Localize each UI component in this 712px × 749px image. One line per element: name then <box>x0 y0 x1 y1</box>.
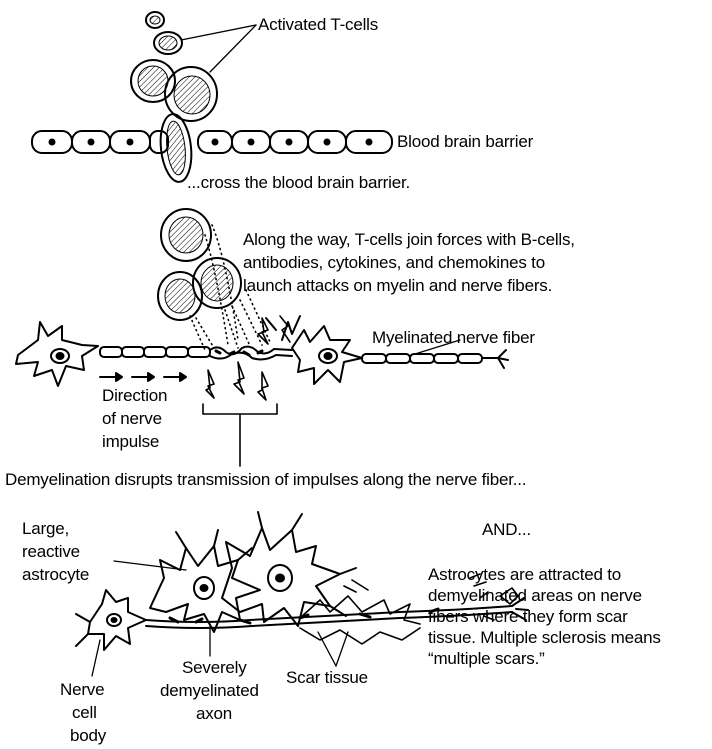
along-the-way-line-1: Along the way, T-cells join forces with … <box>243 229 575 251</box>
along-the-way-line-3: launch attacks on myelin and nerve fiber… <box>243 275 552 297</box>
neuron-left <box>16 322 98 386</box>
severely-line-2: demyelinated <box>160 680 259 702</box>
astrocytes-text-line-5: “multiple scars.” <box>428 648 545 670</box>
astrocyte-label-line-1: Large, <box>22 518 69 540</box>
scar-tissue-label: Scar tissue <box>286 667 368 689</box>
and-label: AND... <box>482 519 531 541</box>
cross-barrier-label: ...cross the blood brain barrier. <box>187 172 410 194</box>
myelinated-fiber-label: Myelinated nerve fiber <box>372 327 535 349</box>
astrocytes-text-line-3: fibers where they form scar <box>428 606 628 628</box>
astrocytes-text-line-4: tissue. Multiple sclerosis means <box>428 627 661 649</box>
blood-brain-barrier-label: Blood brain barrier <box>397 131 533 153</box>
direction-arrows <box>100 373 186 381</box>
nerve-cell-body-line-1: Nerve <box>60 679 104 701</box>
astrocyte-label-line-3: astrocyte <box>22 564 89 586</box>
activated-tcells-group <box>131 12 256 121</box>
astrocyte-label-line-2: reactive <box>22 541 80 563</box>
attacking-tcells-group <box>158 209 241 320</box>
along-the-way-line-2: antibodies, cytokines, and chemokines to <box>243 252 545 274</box>
astrocyte-right <box>222 512 356 626</box>
direction-line-3: impulse <box>102 431 159 453</box>
direction-line-2: of nerve <box>102 408 162 430</box>
astrocyte-left <box>150 530 260 632</box>
myelin-sheath-upper <box>100 347 292 360</box>
nerve-cell-body-line-3: body <box>70 725 106 747</box>
severely-line-1: Severely <box>182 657 247 679</box>
astrocytes-text-line-1: Astrocytes are attracted to <box>428 564 621 586</box>
nerve-cell-body-lower <box>76 590 146 676</box>
demyelination-caption: Demyelination disrupts transmission of i… <box>5 469 526 491</box>
astrocyte-label-pointer <box>114 561 186 570</box>
activated-tcells-label: Activated T-cells <box>258 14 378 36</box>
direction-line-1: Direction <box>102 385 167 407</box>
astrocytes-text-line-2: demyelinated areas on nerve <box>428 585 642 607</box>
demyelination-bracket <box>203 404 277 466</box>
severely-line-3: axon <box>196 703 232 725</box>
nerve-cell-body-line-2: cell <box>72 702 97 724</box>
